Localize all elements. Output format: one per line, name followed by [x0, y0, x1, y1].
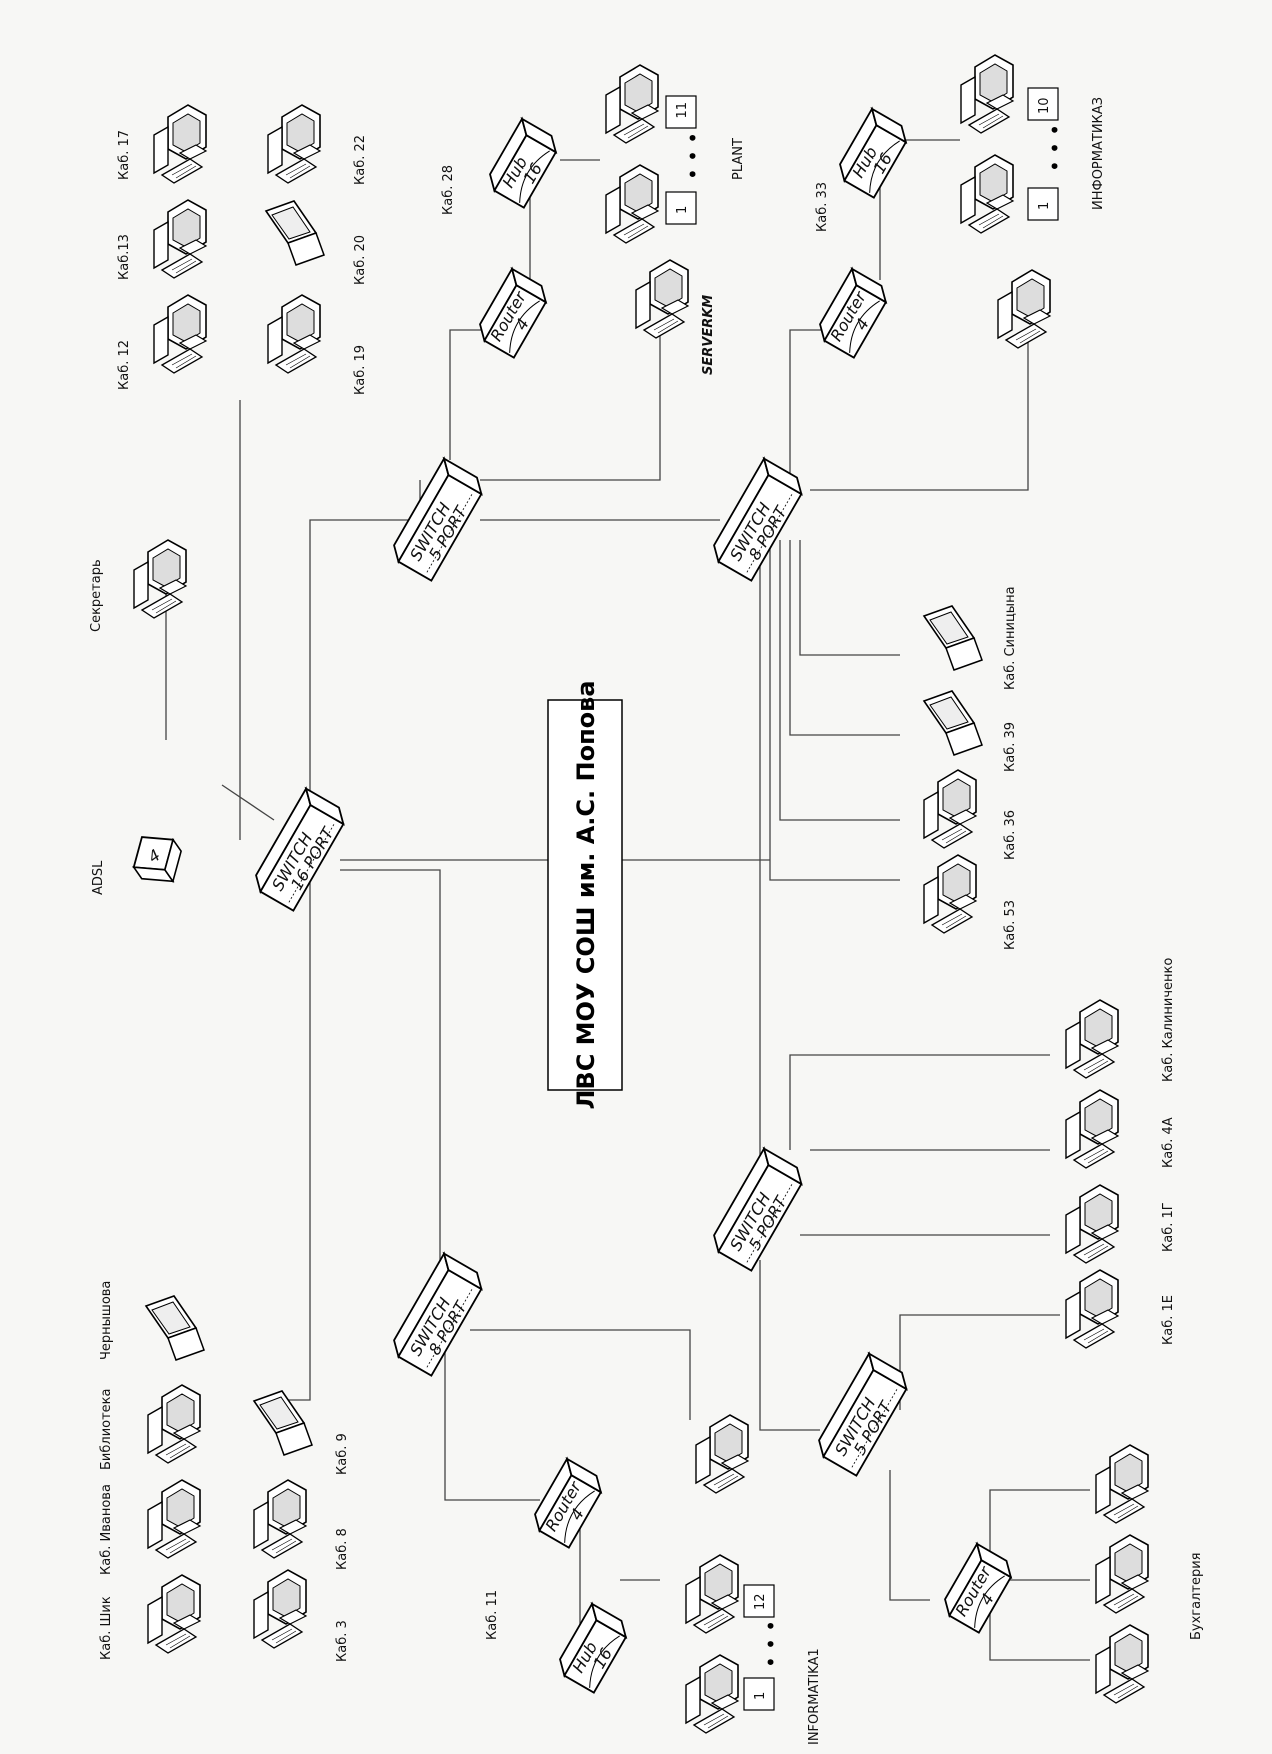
label-kab-53: Каб. 53 — [1003, 900, 1018, 950]
computer-icon — [267, 294, 321, 374]
hub-kab-28: Hub 16 — [483, 117, 563, 209]
computer-icon — [1095, 1444, 1149, 1524]
computer-icon — [267, 104, 321, 184]
laptop-icon — [923, 605, 983, 671]
connections — [165, 139, 1090, 1661]
label-kab-22: Каб. 22 — [353, 135, 368, 185]
server-icon — [635, 259, 689, 339]
ellipsis: • • • — [1043, 124, 1067, 172]
label-kab-shik: Каб. Шик — [99, 1596, 114, 1660]
computer-icon — [997, 269, 1051, 349]
label-server: SERVERKM — [701, 295, 716, 375]
label-plant: PLANT — [731, 138, 746, 180]
router-kab-28: Router 4 — [473, 267, 553, 359]
label-chernyshova: Чернышова — [99, 1281, 114, 1360]
laptop-icon — [923, 690, 983, 756]
numbered-boxes: 11 1 • • • 10 1 • • • 12 1 • • • — [665, 87, 1067, 1711]
label-kab-20: Каб. 20 — [353, 235, 368, 285]
label-kab-9: Каб. 9 — [335, 1433, 350, 1475]
computer-icon — [605, 164, 659, 244]
title-box: ЛВС МОУ СОШ им. А.С. Попова — [547, 680, 623, 1110]
computer-icon — [253, 1569, 307, 1649]
computer-icon — [133, 539, 187, 619]
computer-icon — [923, 854, 977, 934]
router-buhgalteria: Router 4 — [938, 1542, 1018, 1634]
diagram-title: ЛВС МОУ СОШ им. А.С. Попова — [572, 680, 600, 1109]
label-kab-19: Каб. 19 — [353, 345, 368, 395]
computer-icon — [685, 1554, 739, 1634]
computer-icon — [147, 1479, 201, 1559]
computer-icon — [253, 1479, 307, 1559]
pc-count-box: 1 — [1037, 202, 1052, 210]
computer-icon — [153, 294, 207, 374]
switch-8-port-left: SWITCH 8 PORT — [387, 1252, 489, 1377]
label-informatika-1: INFORMATIKA1 — [807, 1648, 822, 1745]
switch-8-port-right: SWITCH 8 PORT — [707, 457, 809, 582]
computer-icon — [960, 154, 1014, 234]
label-biblioteka: Библиотека — [99, 1389, 114, 1471]
label-kab-8: Каб. 8 — [335, 1528, 350, 1570]
ellipsis: • • • — [681, 132, 705, 180]
label-kab-3: Каб. 3 — [335, 1620, 350, 1662]
computer-icon — [1095, 1534, 1149, 1614]
computer-icon — [153, 104, 207, 184]
ellipsis: • • • — [759, 1620, 783, 1668]
pc-count-box: 12 — [753, 1593, 768, 1610]
label-buhgalteria: Бухгалтерия — [1189, 1552, 1204, 1640]
label-kab-1e: Каб. 1Е — [1161, 1295, 1176, 1345]
pc-count-box: 10 — [1037, 97, 1052, 114]
label-kab-sinicyna: Каб. Синицына — [1003, 586, 1018, 690]
label-kab-11: Каб. 11 — [485, 1590, 500, 1640]
label-kab-13: Каб.13 — [117, 234, 132, 280]
label-informatika-3: ИНФОРМАТИКАЗ — [1091, 97, 1106, 210]
label-kab-36: Каб. 36 — [1003, 810, 1018, 860]
computer-icon — [695, 1414, 749, 1494]
router-kab-33: Router 4 — [813, 267, 893, 359]
label-kab-4a: Каб. 4А — [1161, 1117, 1176, 1168]
computer-icon — [960, 54, 1014, 134]
adsl-label: ADSL — [91, 860, 106, 895]
computer-icon — [685, 1654, 739, 1734]
computer-icon — [605, 64, 659, 144]
computer-icon — [1065, 1269, 1119, 1349]
laptop-icon — [145, 1295, 205, 1361]
router-kab-11: Router 4 — [528, 1457, 608, 1549]
label-kab-33: Каб. 33 — [815, 182, 830, 232]
laptop-icon — [265, 200, 325, 266]
label-kab-12: Каб. 12 — [117, 340, 132, 390]
computer-icon — [923, 769, 977, 849]
adsl-modem: 4 — [121, 822, 194, 896]
computer-icon — [1065, 1184, 1119, 1264]
switch-5-port-middle: SWITCH 5 PORT — [707, 1147, 809, 1272]
label-kab-17: Каб. 17 — [117, 130, 132, 180]
label-kab-kalinichenko: Каб. Калиниченко — [1161, 958, 1176, 1082]
pc-count-box: 1 — [675, 206, 690, 214]
switch-16-port: SWITCH 16 PORT — [249, 787, 351, 912]
pc-count-box: 11 — [675, 102, 690, 119]
computer-icon — [147, 1384, 201, 1464]
label-kab-28: Каб. 28 — [441, 165, 456, 215]
label-kab-1g: Каб. 1Г — [1161, 1202, 1176, 1252]
computer-icon — [1065, 999, 1119, 1079]
hub-kab-11: Hub 16 — [553, 1602, 633, 1694]
computer-icon — [147, 1574, 201, 1654]
label-sekretar: Секретарь — [89, 559, 104, 632]
pc-count-box: 1 — [753, 1692, 768, 1700]
computer-icon — [1065, 1089, 1119, 1169]
label-kab-39: Каб. 39 — [1003, 722, 1018, 772]
label-kab-ivanova: Каб. Иванова — [99, 1484, 114, 1575]
switch-5-port-bottom: SWITCH 5 PORT — [812, 1352, 914, 1477]
computer-icon — [1095, 1624, 1149, 1704]
labels: Каб. 17 Каб.13 Каб. 12 Каб. 22 Каб. 20 К… — [89, 97, 1204, 1745]
computer-icon — [153, 199, 207, 279]
hub-kab-33: Hub 16 — [833, 107, 913, 199]
